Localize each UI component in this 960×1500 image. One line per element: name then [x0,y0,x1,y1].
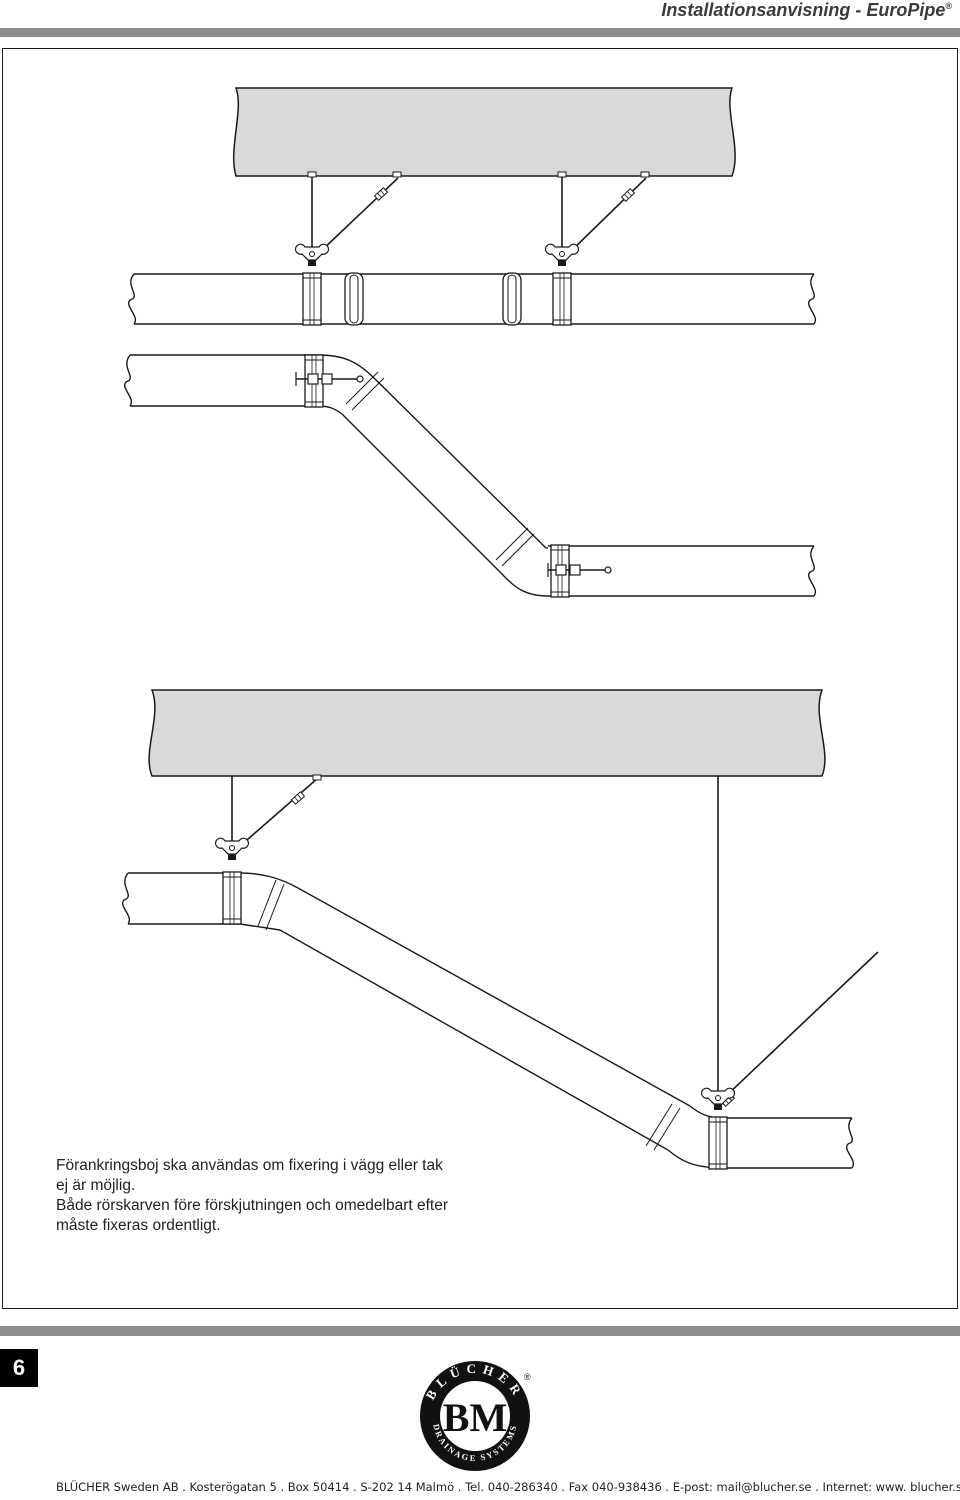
document-title: Installationsanvisning - EuroPipe® [661,0,952,21]
turnbuckle-3 [291,791,305,805]
title-text: Installationsanvisning - EuroPipe [661,0,946,20]
pipe-run-top [127,273,817,325]
socket-1 [344,272,364,326]
socket-2 [502,272,522,326]
blucher-logo: BLÜCHER DRAINAGE SYSTEMS BM ® [420,1361,531,1471]
illustration-frame [2,48,958,1309]
caption-line: Både rörskarven före förskjutningen och … [56,1197,449,1214]
logo-registered-mark: ® [524,1372,531,1382]
offset-pipe [123,354,817,597]
company-address: BLÜCHER Sweden AB . Kosterögatan 5 . Box… [56,1480,960,1494]
rod-4 [717,776,879,1097]
rod-2 [557,171,650,256]
ceiling-slab-top [232,87,736,177]
turnbuckle-1 [374,187,388,201]
caption-line: Förankringsboj ska användas om fixering … [56,1157,443,1174]
hanger-2 [544,243,580,267]
hanger-1 [294,243,330,267]
caption-line: ej är möjlig. [56,1177,136,1194]
pipe-clamp-5 [222,871,242,925]
header-bar [0,28,960,37]
instruction-caption: Förankringsboj ska användas om fixering … [56,1156,526,1236]
sloped-pipe [121,872,855,1169]
page-number: 6 [0,1349,38,1387]
caption-line: måste fixeras ordentligt. [56,1217,221,1234]
footer-bar [0,1326,960,1336]
registered-mark: ® [945,1,952,11]
logo-monogram: BM [443,1395,507,1440]
pipe-clamp-6 [708,1116,728,1170]
ceiling-slab-bottom [148,689,826,777]
pipe-clamp-2 [552,272,572,326]
wall-bracket-2 [547,563,612,577]
pipe-clamp-1 [302,272,322,326]
installation-illustration [121,87,879,1170]
hanger-3 [214,837,250,861]
wall-bracket-1 [295,372,364,386]
rod-3 [231,774,322,847]
rod-1 [307,171,402,256]
turnbuckle-2 [621,188,635,202]
